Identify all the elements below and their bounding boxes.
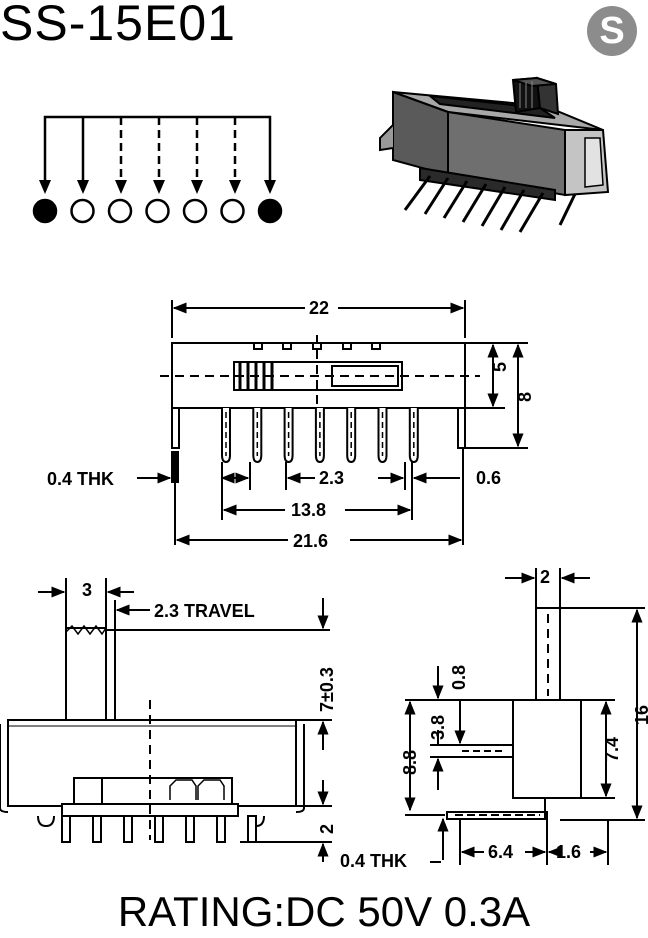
end-view [404, 568, 645, 865]
dim-2-side-label: 2 [317, 824, 337, 834]
pin-5 [182, 198, 208, 224]
dim-travel-label: 2.3 TRAVEL [154, 601, 255, 621]
pinout-schematic [39, 115, 276, 194]
dim-5-label: 5 [490, 362, 510, 372]
dim-16-label: 16 [632, 705, 648, 725]
pin-2 [70, 198, 95, 224]
pin-4 [145, 198, 170, 224]
pin-1-common [32, 198, 58, 224]
dim-0-8-label: 0.8 [449, 665, 469, 690]
end-dim-2-label: 2 [540, 567, 550, 587]
side-view-terminal [154, 815, 164, 843]
pin-row [32, 198, 283, 224]
dim-0-4-thk-label: 0.4 THK [47, 469, 114, 489]
dim-8-8-label: 8.8 [400, 750, 420, 775]
side-view-terminal [61, 815, 71, 843]
dim-2-3-label: 2.3 [319, 468, 344, 488]
pin-6 [220, 198, 245, 224]
part-number-title: SS-15E01 [0, 0, 236, 51]
front-view [137, 300, 528, 546]
switch-illustration [379, 76, 610, 233]
dim-13-8-label: 13.8 [291, 500, 326, 520]
brand-logo-letter: S [599, 10, 625, 52]
side-view-terminal [123, 815, 133, 843]
dim-6-4-label: 6.4 [488, 842, 513, 862]
dim-21-6-label: 21.6 [293, 531, 328, 551]
side-view-terminal [92, 815, 102, 843]
dim-22-label: 22 [309, 298, 329, 318]
side-view-terminal [216, 815, 226, 843]
dim-3-label: 3 [82, 580, 92, 600]
side-view-terminal [247, 815, 257, 843]
dim-0-6-label: 0.6 [476, 468, 501, 488]
side-view-terminal [185, 815, 195, 843]
brand-logo: S [587, 6, 637, 56]
dim-7-label: 7±0.3 [317, 667, 337, 712]
pin-7-common [257, 198, 283, 224]
dim-7-4-label: 7.4 [602, 737, 622, 762]
side-view [0, 578, 332, 862]
dim-3-8-label: 3.8 [428, 715, 448, 740]
dim-1-6-label: 1.6 [556, 842, 581, 862]
dim-side-thk-label: 0.4 THK [340, 851, 407, 871]
dim-8-label: 8 [515, 392, 535, 402]
rating-text: RATING:DC 50V 0.3A [117, 888, 531, 935]
pin-3 [107, 198, 133, 224]
